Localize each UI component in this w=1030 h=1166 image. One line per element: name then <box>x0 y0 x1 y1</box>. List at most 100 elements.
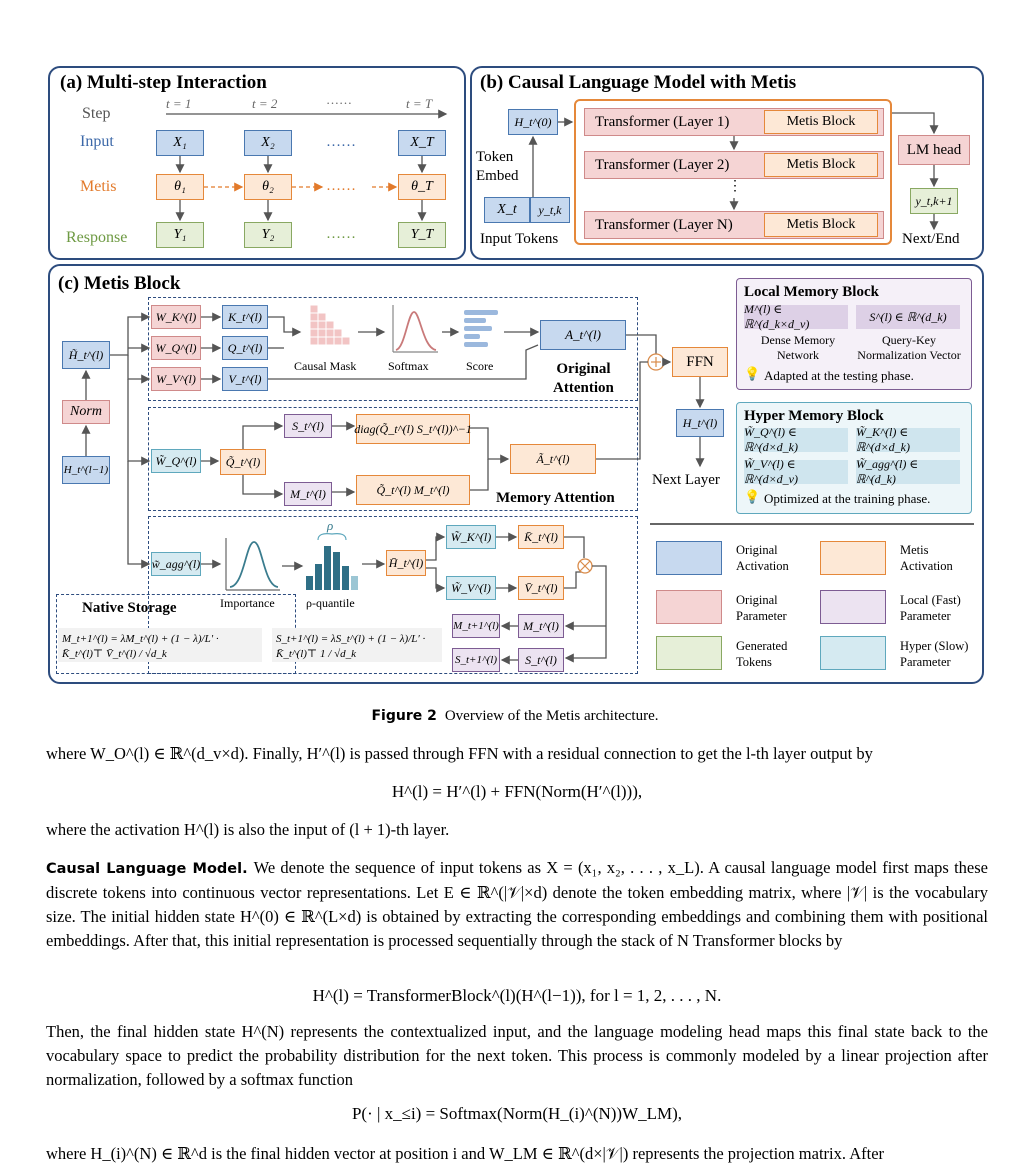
input-label: Input <box>80 133 114 150</box>
hyper-memory-block <box>736 402 972 514</box>
step-label: Step <box>82 105 111 122</box>
response-dots: …… <box>326 226 356 242</box>
weight-wk-tilde: W̃_K^(l) <box>446 525 496 549</box>
next-end-label: Next/End <box>902 231 960 247</box>
output-token-ytk1: y_t,k+1 <box>910 188 958 214</box>
weight-wk: W_K^(l) <box>151 305 201 329</box>
time-step-T: t = T <box>406 96 433 111</box>
metis-dots: …… <box>326 178 356 194</box>
legend-generated-tokens: Generated Tokens <box>736 639 788 669</box>
response-yT: Y_T <box>398 222 446 248</box>
norm-vector-s: S_t^(l) <box>284 414 332 438</box>
equation-1: H^(l) = H′^(l) + FFN(Norm(H′^(l))), <box>391 782 643 801</box>
hyper-memory-note: Optimized at the training phase. <box>764 491 931 506</box>
response-y2: Y₂ <box>244 222 292 248</box>
query-q: Q_t^(l) <box>222 336 268 360</box>
hyper-wagg-cell: W̃_agg^(l) ∈ ℝ^(d_k) <box>856 457 960 486</box>
panel-b-title: (b) Causal Language Model with Metis <box>480 72 797 93</box>
layer-1-label: Transformer (Layer 1) <box>595 113 730 130</box>
memory-m: M_t^(l) <box>284 482 332 506</box>
memory-m-current: M_t^(l) <box>518 614 564 638</box>
metis-label: Metis <box>80 178 117 195</box>
input-token-xt: X_t <box>484 197 530 223</box>
paragraph-5: where H_(i)^(N) ∈ ℝ^d is the final hidde… <box>46 1144 885 1163</box>
softmax-label: Softmax <box>388 359 429 373</box>
weight-wv-tilde: W̃_V^(l) <box>446 576 496 600</box>
norm-s-next: S_t+1^(l) <box>452 648 500 672</box>
local-memory-s-cell: S^(l) ∈ ℝ^(d_k) <box>856 305 960 329</box>
local-memory-title: Local Memory Block <box>744 284 879 300</box>
input-x1: X₁ <box>156 130 204 156</box>
norm-block: Norm <box>62 400 110 424</box>
norm-s-current: S_t^(l) <box>518 648 564 672</box>
memory-update-equation: M_t+1^(l) = λM_t^(l) + (1 − λ)/L′ · K̄_t… <box>58 628 262 662</box>
h-tilde-input: H̃_t^(l) <box>62 341 110 369</box>
hyper-memory-title: Hyper Memory Block <box>744 408 884 424</box>
h-prev-layer: H_t^(l−1) <box>62 456 110 484</box>
key-k: K_t^(l) <box>222 305 268 329</box>
panel-c-title: (c) Metis Block <box>58 273 181 294</box>
hyper-wq-cell: W̃_Q^(l) ∈ ℝ^(d×d_k) <box>744 425 848 454</box>
value-v-bar: V̄_t^(l) <box>518 576 564 600</box>
weight-wq: W_Q^(l) <box>151 336 201 360</box>
input-x2: X₂ <box>244 130 292 156</box>
rho-symbol: ρ <box>327 518 334 533</box>
key-k-bar: K̄_t^(l) <box>518 525 564 549</box>
local-memory-m-desc: Dense Memory Network <box>760 333 836 362</box>
input-tokens-label: Input Tokens <box>480 231 559 247</box>
metis-block-layer-N: Metis Block <box>764 213 878 237</box>
local-memory-note: Adapted at the testing phase. <box>764 368 914 383</box>
score-label: Score <box>466 359 494 373</box>
qm-product: Q̃_t^(l) M_t^(l) <box>356 475 470 505</box>
query-q-tilde: Q̃_t^(l) <box>220 449 266 475</box>
next-layer-label: Next Layer <box>652 472 720 488</box>
metis-theta2: θ₂ <box>244 174 292 200</box>
paragraph-3-heading: Causal Language Model. <box>46 861 248 877</box>
lightbulb-icon: 💡 <box>744 366 761 381</box>
layer-ellipsis: ⋮ <box>728 179 742 194</box>
memory-m-next: M_t+1^(l) <box>452 614 500 638</box>
hidden-state-h0: H_t^(0) <box>508 109 558 135</box>
equation-3: P(· | x_≤i) = Softmax(Norm(H_(i)^(N))W_L… <box>351 1104 683 1123</box>
time-step-dots: …… <box>326 92 352 107</box>
legend-original-parameter: Original Parameter <box>736 593 787 623</box>
norm-update-equation: S_t+1^(l) = λS_t^(l) + (1 − λ)/L′ · K̄_t… <box>272 628 442 662</box>
response-label: Response <box>66 229 128 246</box>
layer-N-label: Transformer (Layer N) <box>595 216 733 233</box>
legend-local-parameter: Local (Fast) Parameter <box>900 593 961 623</box>
panel-a-title: (a) Multi-step Interaction <box>60 72 267 93</box>
lm-head: LM head <box>898 135 970 165</box>
memory-update-region <box>148 516 638 674</box>
legend-hyper-parameter: Hyper (Slow) Parameter <box>900 639 969 669</box>
response-y1: Y₁ <box>156 222 204 248</box>
memory-attention-label: Memory Attention <box>496 490 615 506</box>
value-v: V_t^(l) <box>222 367 268 391</box>
paragraph-3-text: We denote the sequence of input tokens a… <box>46 858 988 950</box>
metis-block-layer-2: Metis Block <box>764 153 878 177</box>
local-memory-block <box>736 278 972 390</box>
diag-normalization: diag(Q̃_t^(l) S_t^(l))^−1 <box>354 414 472 444</box>
paragraph-4: Then, the final hidden state H^(N) repre… <box>46 1022 988 1089</box>
legend-divider <box>650 523 974 525</box>
figure-caption-label: Figure 2 <box>371 708 437 724</box>
equation-2: H^(l) = TransformerBlock^(l)(H^(l−1)), f… <box>312 986 722 1005</box>
layer-output-h: H_t^(l) <box>676 409 724 437</box>
weight-w-agg: w̃_agg^(l) <box>151 552 201 576</box>
metis-block-layer-1: Metis Block <box>764 110 878 134</box>
local-memory-s-desc: Query-Key Normalization Vector <box>857 333 961 362</box>
memory-attention-output: Ã_t^(l) <box>510 444 596 474</box>
rho-quantile-label: ρ-quantile <box>306 596 355 610</box>
ffn-block: FFN <box>672 347 728 377</box>
legend-swatch-original-activation <box>656 541 722 575</box>
input-xT: X_T <box>398 130 446 156</box>
causal-mask-label: Causal Mask <box>294 359 357 373</box>
metis-theta1: θ₁ <box>156 174 204 200</box>
h-bar-selected: H̄_t^(l) <box>386 550 426 576</box>
weight-wq-tilde: W̃_Q^(l) <box>151 449 201 473</box>
importance-label: Importance <box>220 596 275 610</box>
lightbulb-icon-2: 💡 <box>744 489 761 504</box>
token-embed-label: Token Embed <box>476 149 519 184</box>
weight-wv: W_V^(l) <box>151 367 201 391</box>
legend-swatch-generated-tokens <box>656 636 722 670</box>
